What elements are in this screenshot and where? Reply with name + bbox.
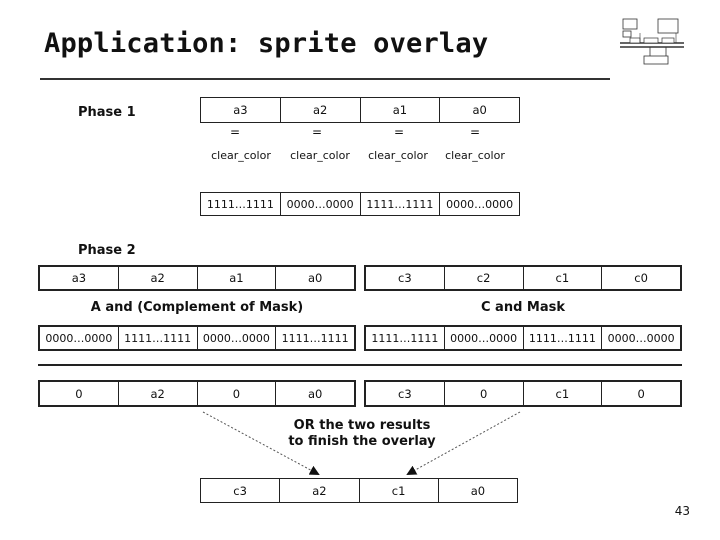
final-cell: a0 xyxy=(437,479,517,502)
register-cell: c3 xyxy=(398,271,412,285)
mask-cell: 0000…0000 xyxy=(439,193,519,215)
register-cell: a3 xyxy=(71,271,87,285)
register-cell: c0 xyxy=(601,267,680,289)
equals-sign: = xyxy=(393,125,405,139)
register-cell: a1 xyxy=(196,267,276,289)
mask-cell: 0000…0000 xyxy=(601,327,680,349)
phase2-c-register: c3 c2 c1 c0 xyxy=(364,265,682,291)
or-caption: OR the two results to finish the overlay xyxy=(262,418,462,450)
mask-cell: 1111…1111 xyxy=(275,327,354,349)
register-cell: a3 xyxy=(233,103,248,117)
clear-color-label: clear_color xyxy=(290,149,350,162)
mask-cell: 1111…1111 xyxy=(117,327,197,349)
final-cell: a2 xyxy=(279,479,358,502)
register-cell: c1 xyxy=(522,267,602,289)
mask-register: 1111…1111 0000…0000 1111…1111 0000…0000 xyxy=(364,325,682,351)
register-cell: a0 xyxy=(275,267,354,289)
phase1-a-register: a3 a2 a1 a0 xyxy=(200,97,520,123)
mask-cell: 1111…1111 xyxy=(371,331,439,345)
result-cell: c3 xyxy=(398,386,412,401)
result-cell: 0 xyxy=(196,382,276,405)
final-register: c3 a2 c1 a0 xyxy=(200,478,518,503)
final-cell: c3 xyxy=(233,483,247,498)
mask-cell: 0000…0000 xyxy=(279,193,360,215)
a-and-complement-caption: A and (Complement of Mask) xyxy=(90,300,304,315)
diagram-thumbnail-icon xyxy=(620,18,684,65)
divider-line xyxy=(38,364,682,366)
result-cell: 0 xyxy=(75,386,83,401)
phase2-a-register: a3 a2 a1 a0 xyxy=(38,265,356,291)
result-cell: a2 xyxy=(117,382,197,405)
complement-mask-register: 0000…0000 1111…1111 0000…0000 1111…1111 xyxy=(38,325,356,351)
result-cell: a0 xyxy=(275,382,354,405)
title-underline xyxy=(40,78,610,80)
register-cell: a0 xyxy=(439,98,519,122)
or-caption-line1: OR the two results xyxy=(293,418,431,433)
left-arrow xyxy=(202,411,320,475)
result-cell: 0 xyxy=(443,382,523,405)
register-cell: c2 xyxy=(443,267,523,289)
equals-sign: = xyxy=(311,125,323,139)
phase1-label: Phase 1 xyxy=(78,105,136,120)
right-arrow xyxy=(406,411,521,475)
register-cell: a1 xyxy=(359,98,440,122)
phase1-mask-register: 1111…1111 0000…0000 1111…1111 0000…0000 xyxy=(200,192,520,216)
mask-cell: 0000…0000 xyxy=(196,327,276,349)
result-cell: c1 xyxy=(522,382,602,405)
register-cell: a2 xyxy=(117,267,197,289)
clear-color-label: clear_color xyxy=(368,149,428,162)
result-cell: 0 xyxy=(601,382,680,405)
a-result-register: 0 a2 0 a0 xyxy=(38,380,356,407)
page-number: 43 xyxy=(674,504,690,518)
register-cell: a2 xyxy=(279,98,360,122)
c-result-register: c3 0 c1 0 xyxy=(364,380,682,407)
or-caption-line2: to finish the overlay xyxy=(288,434,436,449)
mask-cell: 1111…1111 xyxy=(522,327,602,349)
phase2-label: Phase 2 xyxy=(78,243,136,258)
mask-cell: 0000…0000 xyxy=(443,327,523,349)
equals-sign: = xyxy=(229,125,241,139)
mask-cell: 1111…1111 xyxy=(359,193,440,215)
clear-color-label: clear_color xyxy=(445,149,505,162)
slide-title: Application: sprite overlay xyxy=(44,28,489,59)
c-and-mask-caption: C and Mask xyxy=(480,300,566,315)
mask-cell: 1111…1111 xyxy=(206,197,274,211)
clear-color-label: clear_color xyxy=(211,149,271,162)
equals-sign: = xyxy=(469,125,481,139)
final-cell: c1 xyxy=(358,479,438,502)
mask-cell: 0000…0000 xyxy=(45,331,113,345)
